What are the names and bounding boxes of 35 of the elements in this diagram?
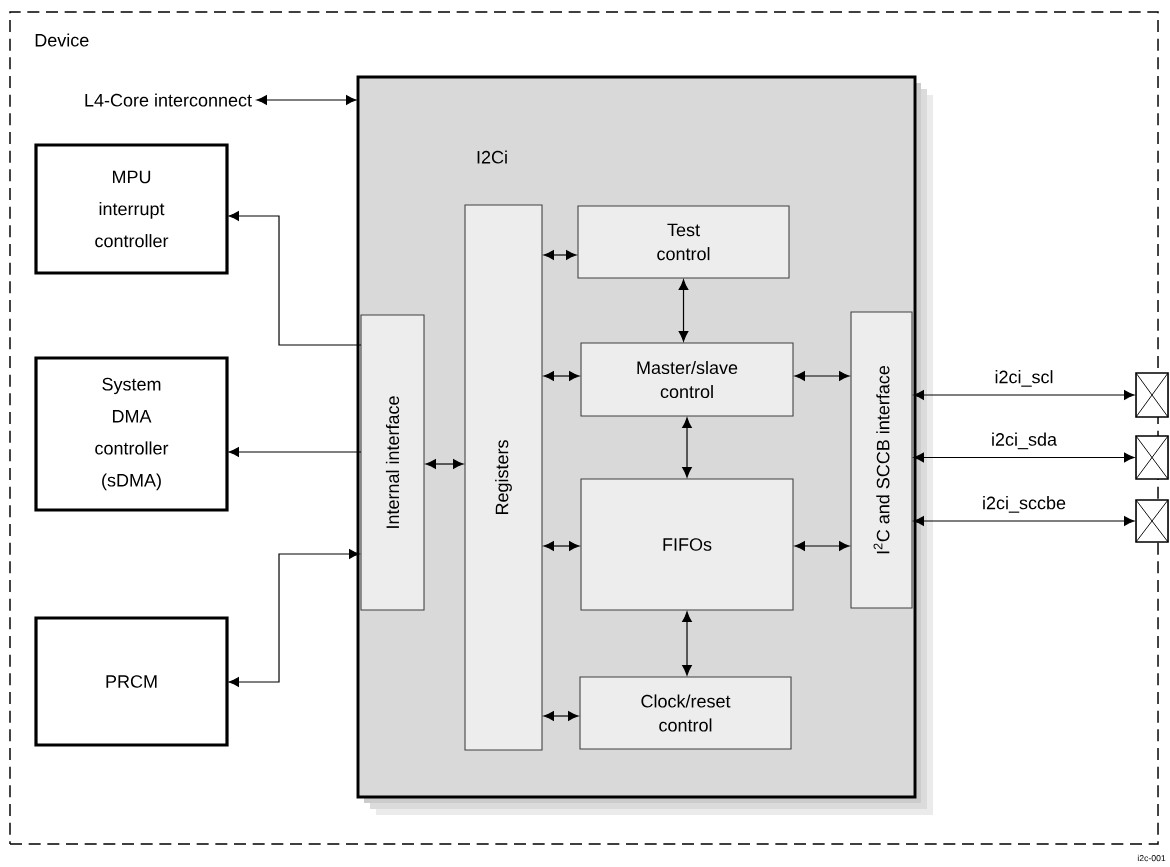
edge-label: i2ci_sda xyxy=(989,431,1059,451)
arrow xyxy=(794,541,850,551)
arrow xyxy=(913,516,1135,526)
function-block: FIFOs xyxy=(580,478,794,611)
vertical-block: Internal interface xyxy=(360,314,425,611)
edge-label: i2ci_sccbe xyxy=(980,494,1068,515)
pin-pad xyxy=(1135,435,1169,480)
arrow xyxy=(543,250,577,260)
arrow xyxy=(913,390,1135,400)
arrow xyxy=(682,611,692,676)
function-block: Test control xyxy=(577,205,790,279)
arrow xyxy=(543,541,580,551)
arrow xyxy=(543,371,580,381)
external-block: PRCM xyxy=(34,616,229,747)
arrow xyxy=(228,549,360,687)
function-block: Master/slave control xyxy=(580,342,794,417)
arrow xyxy=(228,447,362,457)
external-block: MPU interrupt controller xyxy=(34,143,229,275)
external-block: System DMA controller (sDMA) xyxy=(34,356,229,512)
interconnect-label: L4-Core interconnect xyxy=(85,93,252,107)
arrow xyxy=(794,371,850,381)
arrow xyxy=(425,459,464,469)
arrow xyxy=(228,211,362,346)
arrow xyxy=(543,711,579,721)
pin-pad xyxy=(1135,372,1169,418)
pin-pad xyxy=(1135,499,1169,543)
arrow xyxy=(682,417,692,478)
vertical-block: Registers xyxy=(464,204,543,751)
arrow xyxy=(913,452,1135,463)
figure-id: i2c-001 xyxy=(1137,854,1166,862)
arrow xyxy=(256,95,357,105)
arrow xyxy=(678,279,689,342)
function-block: Clock/reset control xyxy=(579,676,792,750)
edge-label: i2ci_scl xyxy=(993,368,1055,389)
vertical-block: I$^{2}$C and SCCB interface xyxy=(850,311,913,609)
